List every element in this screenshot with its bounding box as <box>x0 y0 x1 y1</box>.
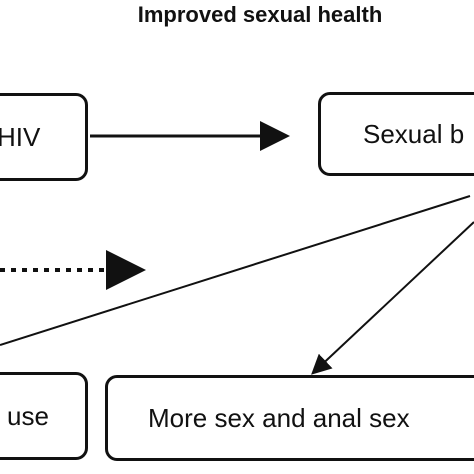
node-use-label: use <box>7 400 49 431</box>
node-hiv: HIV <box>0 93 88 181</box>
arrow-sexual-behaviour-to-more-sex <box>311 221 474 375</box>
node-sexual-behaviour-label: Sexual b <box>363 118 465 149</box>
line-sexual-behaviour-to-use <box>0 195 471 346</box>
node-more-sex: More sex and anal sex <box>105 375 474 461</box>
node-hiv-label: HIV <box>0 121 41 152</box>
node-sexual-behaviour: Sexual b <box>318 92 474 176</box>
diagram-title: Improved sexual health <box>137 2 383 27</box>
node-use: use <box>0 372 88 460</box>
node-more-sex-label: More sex and anal sex <box>148 402 410 433</box>
